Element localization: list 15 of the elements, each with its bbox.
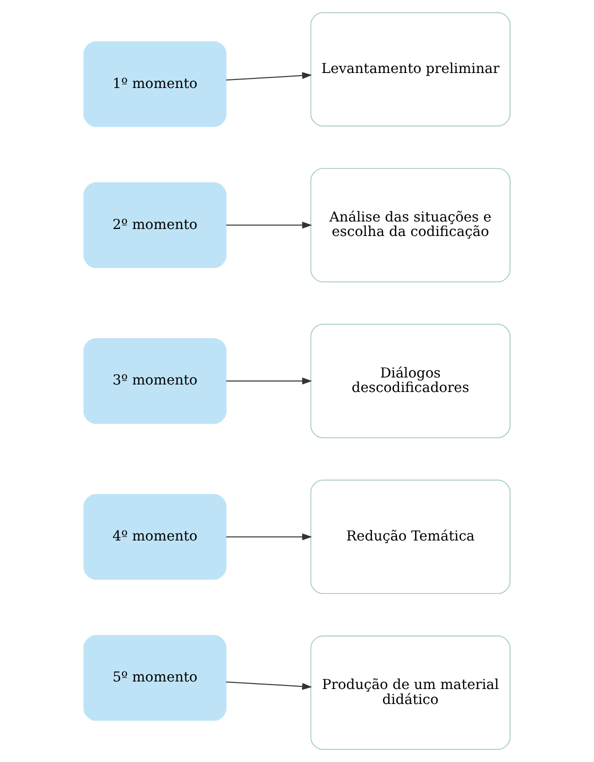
node-box: 2º momento (83, 182, 226, 268)
arrow (226, 682, 312, 690)
node-box: Produção de um material didático (310, 635, 511, 750)
node-box: Análise das situações e escolha da codificação (310, 168, 511, 282)
node-box: Redução Temática (310, 480, 511, 594)
node-box: 5º momento (83, 634, 226, 721)
arrow (226, 72, 312, 80)
arrow (226, 378, 312, 384)
arrow (226, 533, 312, 540)
node-box: Levantamento preliminar (310, 12, 511, 127)
arrow (226, 222, 312, 229)
node-box: 4º momento (83, 494, 226, 580)
node-box: 1º momento (83, 41, 226, 128)
node-box: 3º momento (83, 338, 226, 424)
node-box: Diálogos descodificadores (310, 324, 511, 438)
